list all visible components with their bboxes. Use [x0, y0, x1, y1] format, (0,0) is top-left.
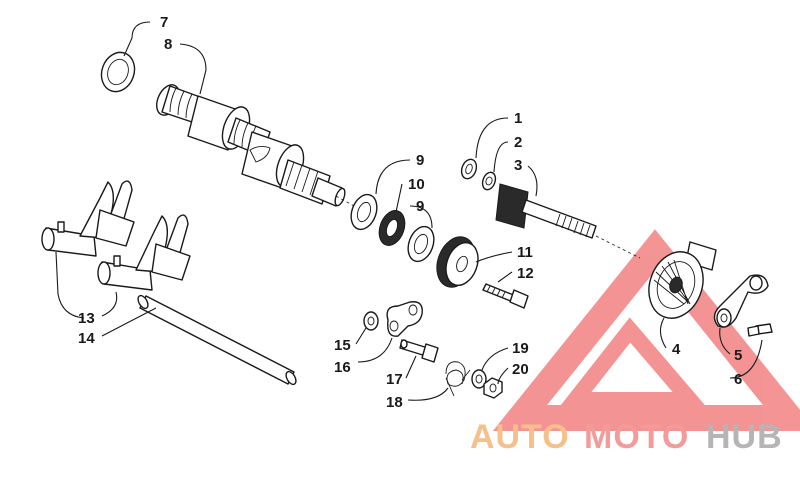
lock-washer-part-10 [378, 210, 406, 246]
washer-part-9-upper [350, 193, 378, 231]
watermark-text: AUTO MOTO HUB [470, 418, 783, 456]
nut-part-20 [483, 377, 503, 399]
shift-cam-part-4 [648, 241, 717, 319]
washer-part-1 [460, 158, 478, 180]
watermark-hub: HUB [706, 418, 783, 456]
callout-10: 10 [408, 176, 425, 193]
callout-9-lower: 9 [416, 198, 424, 215]
link-plate-part-16 [386, 301, 423, 337]
bolt-part-12 [482, 283, 529, 309]
callout-13: 13 [78, 310, 95, 327]
shift-drum-part-8 [155, 84, 346, 207]
shift-fork-part-13-left [41, 180, 135, 257]
callout-19: 19 [512, 340, 529, 357]
leader-lines [55, 21, 763, 401]
callout-15: 15 [334, 337, 351, 354]
spring-part-18 [445, 361, 471, 397]
washer-part-19 [471, 369, 487, 389]
callout-labels: 7 8 9 10 9 11 12 1 2 3 4 5 6 13 14 15 16… [78, 14, 742, 411]
callout-8: 8 [164, 36, 172, 53]
callout-9-upper: 9 [416, 152, 424, 169]
callout-17: 17 [386, 371, 403, 388]
callout-3: 3 [514, 157, 522, 174]
callout-18: 18 [386, 394, 403, 411]
washer-part-2 [481, 171, 497, 191]
stopper-bolt-part-6 [747, 323, 773, 337]
watermark-moto: MOTO [584, 418, 689, 456]
washer-part-15 [363, 311, 379, 331]
o-ring-part-7 [100, 51, 136, 93]
callout-12: 12 [517, 265, 534, 282]
star-wheel-part-11 [436, 236, 479, 288]
callout-6: 6 [734, 371, 742, 388]
callout-7: 7 [160, 14, 168, 31]
shift-shaft-part-3 [495, 183, 597, 239]
washer-part-9-lower [407, 225, 435, 263]
callout-4: 4 [672, 341, 681, 358]
callout-16: 16 [334, 359, 351, 376]
watermark-logo [492, 229, 800, 431]
callout-11: 11 [517, 244, 533, 261]
pin-part-17 [399, 339, 439, 363]
stopper-arm-part-5 [713, 274, 769, 328]
callout-20: 20 [512, 361, 529, 378]
callout-14: 14 [78, 330, 95, 347]
callout-5: 5 [734, 347, 742, 364]
watermark-auto: AUTO [470, 418, 570, 456]
shift-fork-part-13-right [97, 214, 191, 291]
callout-2: 2 [514, 134, 522, 151]
fork-shaft-part-14 [137, 294, 297, 386]
callout-1: 1 [514, 110, 522, 127]
